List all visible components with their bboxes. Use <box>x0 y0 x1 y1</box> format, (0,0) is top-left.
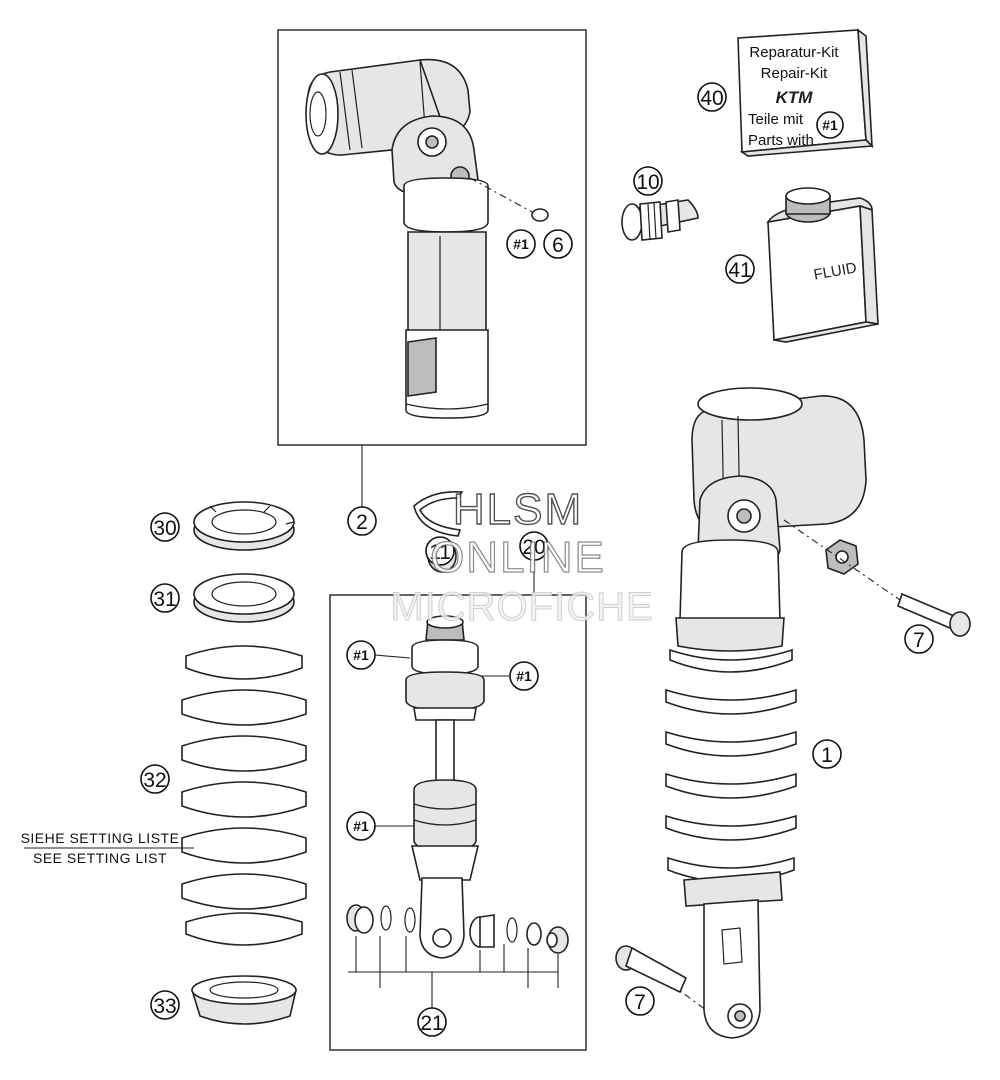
svg-text:#1: #1 <box>353 818 369 834</box>
svg-text:32: 32 <box>143 769 166 792</box>
repair-kit-line-parts: Parts with <box>748 132 814 149</box>
callout-30: 30 <box>150 512 180 542</box>
ktm-logo: KTM <box>776 88 814 107</box>
fluid-can-part-41: FLUID <box>766 187 879 343</box>
watermark-line-2: ONLINE <box>430 533 606 582</box>
svg-text:20: 20 <box>522 536 545 559</box>
shock-absorber-assembly-part-1 <box>665 387 867 1039</box>
repair-kit-line-de: Reparatur-Kit <box>749 44 839 61</box>
upper-bolt-leader <box>783 519 901 601</box>
damper-to-part-6-leader <box>469 177 533 213</box>
damper-body-part-2 <box>305 58 489 419</box>
callout-40: 40 <box>697 82 727 112</box>
spring-seat-part-33 <box>191 975 297 1025</box>
adjuster-valve-part-10 <box>621 199 699 241</box>
lock-nut-part-31 <box>193 573 295 623</box>
callout-7-lower: 7 <box>625 986 655 1016</box>
watermark: HLSM ONLINE MICROFICHE <box>390 484 653 629</box>
callout-32: 32 <box>140 764 170 794</box>
callout-33: 33 <box>150 990 180 1020</box>
svg-text:10: 10 <box>636 171 659 194</box>
watermark-line-1: HLSM <box>453 485 583 534</box>
svg-text:#1: #1 <box>516 668 532 684</box>
repair-kit-line-en: Repair-Kit <box>761 65 829 82</box>
part-21-leader-lines <box>348 936 559 1010</box>
callout-6-kit-ref: #1 <box>506 229 536 259</box>
piston-rod-assembly <box>405 615 485 959</box>
circlip-part-20 <box>413 490 464 537</box>
svg-text:#1: #1 <box>353 647 369 663</box>
svg-text:30: 30 <box>153 517 176 540</box>
svg-text:7: 7 <box>913 629 925 652</box>
callout-41: 41 <box>725 254 755 284</box>
damper-group-frame <box>277 29 587 446</box>
callout-31: 31 <box>150 583 180 613</box>
setting-note-en: SEE SETTING LIST <box>33 850 167 866</box>
svg-text:21: 21 <box>420 1012 443 1035</box>
callout-11: 11 <box>425 536 455 566</box>
svg-text:1: 1 <box>821 744 833 767</box>
callout-6: 6 <box>543 229 573 259</box>
callout-10: 10 <box>633 166 663 196</box>
svg-text:11: 11 <box>429 541 451 564</box>
lower-bolt-part-7 <box>615 945 688 994</box>
setting-note-de: SIEHE SETTING LISTE <box>21 830 180 846</box>
callout-7-upper: 7 <box>904 624 934 654</box>
repair-kit-box-part-40: Reparatur-Kit Repair-Kit KTM Teile mit P… <box>737 28 874 157</box>
repair-kit-ref: #1 <box>822 117 838 133</box>
callout-1: 1 <box>812 739 842 769</box>
svg-text:41: 41 <box>728 259 751 282</box>
svg-text:7: 7 <box>634 991 646 1014</box>
spring-nut-part-30 <box>193 501 295 551</box>
repair-kit-line-teile: Teile mit <box>748 111 804 128</box>
callout-2: 2 <box>347 506 377 536</box>
kit-ref-seal-head: #1 <box>346 811 376 841</box>
upper-bolt-part-7 <box>897 592 971 637</box>
callout-20: 20 <box>519 531 549 561</box>
kit-ref-piston-top: #1 <box>346 640 376 670</box>
piston-rod-group-frame <box>329 594 587 1051</box>
part-6-plug <box>531 208 549 222</box>
shim-washer-set-part-21 <box>346 904 569 954</box>
kit-ref-piston-top-leader <box>374 654 411 659</box>
svg-text:6: 6 <box>552 234 564 257</box>
watermark-line-3: MICROFICHE <box>390 585 653 629</box>
shock-spring <box>665 648 797 883</box>
svg-text:31: 31 <box>153 588 176 611</box>
svg-text:33: 33 <box>153 995 176 1018</box>
kit-ref-piston-side: #1 <box>509 661 539 691</box>
svg-text:40: 40 <box>700 87 723 110</box>
svg-text:2: 2 <box>356 511 368 534</box>
spring-part-32 <box>181 645 307 946</box>
callout-21: 21 <box>417 1007 447 1037</box>
svg-text:#1: #1 <box>513 236 529 252</box>
